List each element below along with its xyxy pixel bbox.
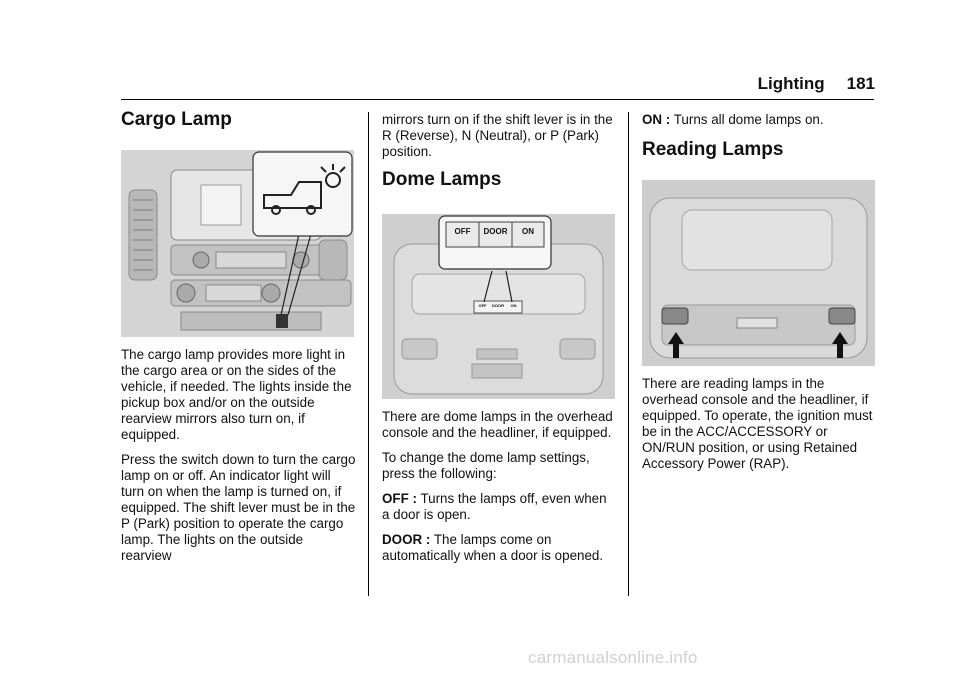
left-arrow-icon xyxy=(668,332,684,358)
off-definition: OFF : Turns the lamps off, even when a d… xyxy=(382,491,616,523)
on-term: ON : xyxy=(642,112,671,127)
dome-mini-labels: OFF DOOR ON xyxy=(475,303,521,308)
header-rule xyxy=(121,99,874,100)
dome-paragraph-1: There are dome lamps in the overhead con… xyxy=(382,409,613,440)
cargo-lamp-heading: Cargo Lamp xyxy=(121,109,232,130)
off-term: OFF : xyxy=(382,491,417,506)
reading-paragraph-1: There are reading lamps in the overhead … xyxy=(642,376,873,471)
reading-lamp-figure xyxy=(642,180,875,366)
reading-console-illustration xyxy=(642,180,875,366)
switch-off-label: OFF xyxy=(454,227,471,236)
column-1: Cargo Lamp xyxy=(121,109,357,130)
section-title: Lighting xyxy=(757,74,825,93)
off-description: Turns the lamps off, even when a door is… xyxy=(382,491,607,522)
mirrors-paragraph: mirrors turn on if the shift lever is in… xyxy=(382,112,613,159)
dome-paragraph-2: To change the dome lamp settings, press … xyxy=(382,450,590,481)
overhead-console-illustration xyxy=(382,214,615,399)
page-header: Lighting 181 xyxy=(740,74,875,94)
dome-lamp-figure: OFF DOOR ON OFF DOOR ON xyxy=(382,214,615,399)
cargo-paragraph-2: Press the switch down to turn the cargo … xyxy=(121,452,356,563)
cargo-paragraph-1: The cargo lamp provides more light in th… xyxy=(121,347,352,442)
cargo-lamp-figure xyxy=(121,150,354,337)
on-description: Turns all dome lamps on. xyxy=(673,112,824,127)
on-definition: ON : Turns all dome lamps on. xyxy=(642,112,876,128)
mini-off-label: OFF xyxy=(478,303,487,308)
dashboard-illustration xyxy=(121,150,354,337)
column-3-body: There are reading lamps in the overhead … xyxy=(642,376,878,481)
dome-lamps-heading: Dome Lamps xyxy=(382,169,502,190)
reading-heading-wrap: Reading Lamps xyxy=(642,139,876,160)
column-3-top: ON : Turns all dome lamps on. xyxy=(642,112,876,137)
mini-door-label: DOOR xyxy=(492,303,504,308)
dome-heading-wrap: Dome Lamps xyxy=(382,169,616,190)
switch-door-label: DOOR xyxy=(483,227,508,236)
column-divider-1 xyxy=(368,112,369,596)
column-2-body: There are dome lamps in the overhead con… xyxy=(382,409,616,573)
switch-on-label: ON xyxy=(522,227,534,236)
dome-switch-labels: OFF DOOR ON xyxy=(446,227,544,236)
mini-on-label: ON xyxy=(510,303,517,308)
page-number: 181 xyxy=(846,74,875,93)
door-description: The lamps come on automatically when a d… xyxy=(382,532,604,563)
column-1-body: The cargo lamp provides more light in th… xyxy=(121,347,357,573)
watermark: carmanualsonline.info xyxy=(528,648,698,667)
column-divider-2 xyxy=(628,112,629,596)
right-arrow-icon xyxy=(832,332,848,358)
door-term: DOOR : xyxy=(382,532,431,547)
reading-lamps-heading: Reading Lamps xyxy=(642,139,784,160)
door-definition: DOOR : The lamps come on automatically w… xyxy=(382,532,616,564)
column-2-top: mirrors turn on if the shift lever is in… xyxy=(382,112,616,169)
